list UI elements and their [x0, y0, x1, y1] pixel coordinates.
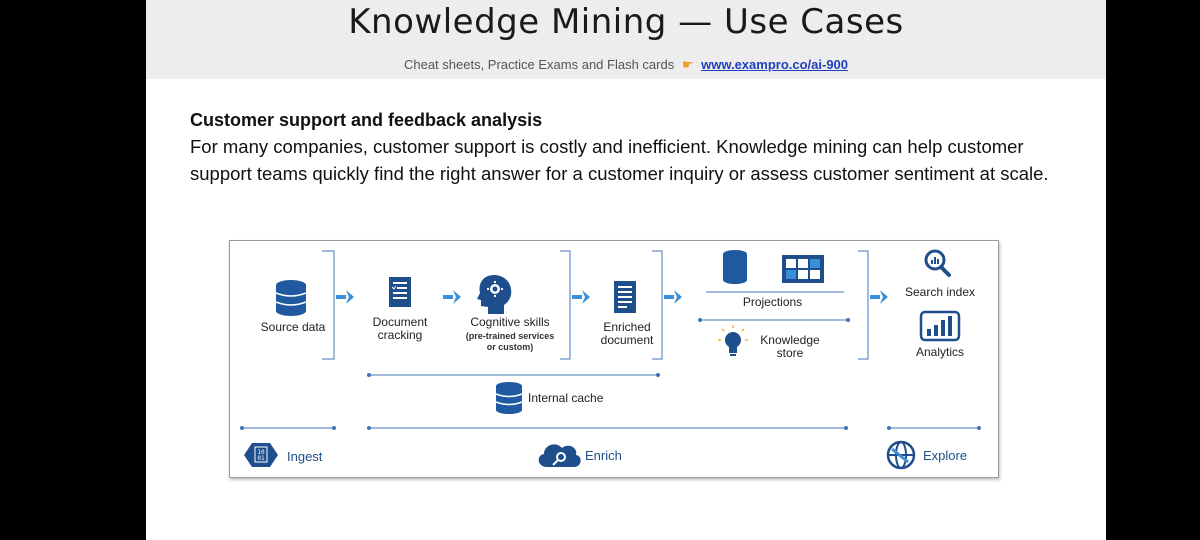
projections-label: Projections [742, 295, 803, 309]
enriched-label-line2: document [600, 333, 654, 347]
subtitle-text: Cheat sheets, Practice Exams and Flash c… [403, 57, 675, 72]
enriched-document-label: Enriched document [585, 321, 669, 347]
analytics-icon [919, 310, 961, 342]
enriched-document-icon [614, 281, 636, 313]
enrich-cloud-icon [538, 444, 581, 467]
database-icon [275, 280, 307, 316]
cognitive-skills-label: Cognitive skills [470, 315, 550, 329]
pointing-hand-icon: ☛ [681, 57, 694, 72]
cognitive-skills-note: (pre-trained services or custom) [452, 331, 568, 353]
document-cracking-label-line2: cracking [377, 328, 423, 342]
ingest-icon: 10 01 [244, 443, 278, 467]
enrich-label: Enrich [585, 448, 622, 463]
lightbulb-icon [718, 325, 748, 356]
knowledge-store-label-line1: Knowledge [760, 333, 820, 347]
document-cracking-label: Document cracking [355, 316, 445, 342]
knowledge-mining-diagram: 10 01 Source data Document cracking [229, 240, 999, 478]
source-data-label: Source data [260, 320, 326, 334]
cache-database-icon [495, 382, 523, 414]
arrow-5 [870, 290, 888, 304]
bracket-lines [322, 250, 869, 360]
cognitive-note-line1: (pre-trained services [465, 331, 555, 341]
knowledge-store-label: Knowledge store [745, 334, 835, 360]
cognitive-note-line2: or custom) [486, 342, 534, 352]
analytics-label: Analytics [915, 345, 965, 359]
diagram-graphics: 10 01 [240, 249, 981, 470]
page-title: Knowledge Mining — Use Cases [348, 2, 904, 42]
search-index-label: Search index [904, 285, 976, 299]
arrow-4 [664, 290, 682, 304]
slide-header: Knowledge Mining — Use Cases Cheat sheet… [146, 0, 1106, 79]
enriched-label-line1: Enriched [603, 320, 651, 334]
arrow-1 [336, 290, 354, 304]
projection-database-icon [723, 250, 747, 284]
document-cracking-icon [389, 277, 411, 307]
internal-cache-label: Internal cache [528, 391, 604, 405]
knowledge-store-label-line2: store [776, 346, 804, 360]
explore-globe-icon [886, 440, 916, 470]
brain-gear-icon [477, 275, 512, 314]
document-cracking-label-line1: Document [372, 315, 428, 329]
ingest-label: Ingest [287, 449, 323, 464]
slide: Knowledge Mining — Use Cases Cheat sheet… [146, 0, 1106, 540]
svg-text:10: 10 [257, 449, 265, 456]
flow-arrows [336, 290, 888, 304]
arrow-2 [443, 290, 461, 304]
svg-text:01: 01 [257, 455, 265, 462]
exampro-link[interactable]: www.exampro.co/ai-900 [701, 57, 849, 72]
section-title: Customer support and feedback analysis [190, 110, 543, 130]
projection-table-icon [782, 255, 824, 283]
subtitle-line: Cheat sheets, Practice Exams and Flash c… [146, 57, 1106, 73]
section-body: For many companies, customer support is … [190, 136, 1049, 184]
explore-label: Explore [923, 448, 968, 463]
arrow-3 [572, 290, 590, 304]
search-index-icon [924, 249, 951, 277]
